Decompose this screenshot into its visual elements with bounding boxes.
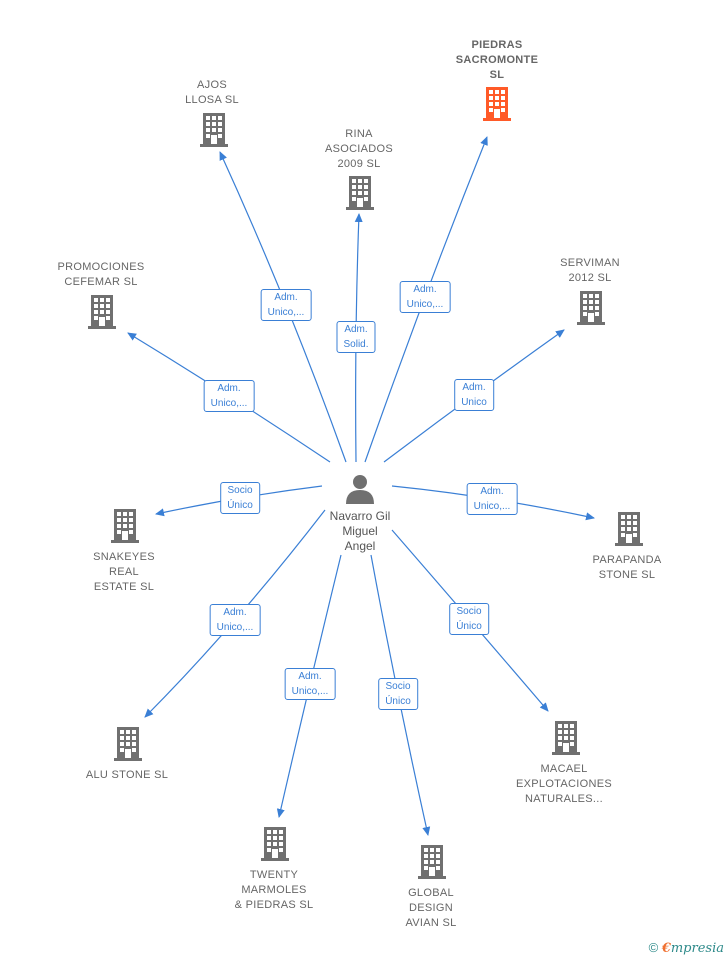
building-icon[interactable] [111, 509, 139, 543]
building-icon[interactable] [483, 87, 511, 121]
relation-label-promociones-cefemar: Adm. Unico,... [203, 380, 255, 412]
relation-label-piedras-sacromonte: Adm. Unico,... [399, 281, 451, 313]
relation-label-serviman: Adm. Unico [454, 379, 494, 411]
building-icon[interactable] [114, 727, 142, 761]
relation-label-alu-stone: Adm. Unico,... [209, 604, 261, 636]
copyright-icon: © [648, 940, 659, 955]
company-name-snakeyes[interactable]: SNAKEYES REAL ESTATE SL [93, 551, 155, 593]
relation-label-ajos-llosa: Adm. Unico,... [260, 289, 312, 321]
company-name-rina-asociados[interactable]: RINA ASOCIADOS 2009 SL [324, 128, 394, 170]
company-name-macael[interactable]: MACAEL EXPLOTACIONES NATURALES... [516, 763, 612, 805]
company-name-serviman[interactable]: SERVIMAN 2012 SL [560, 257, 620, 284]
company-name-ajos-llosa[interactable]: AJOS LLOSA SL [185, 79, 239, 106]
nodes-layer [88, 87, 643, 879]
footer-logo: © €mpresia [649, 940, 724, 956]
relation-label-global-design: Socio Único [378, 678, 418, 710]
company-name-global-design[interactable]: GLOBAL DESIGN AVIAN SL [405, 887, 457, 929]
relation-label-rina-asociados: Adm. Solid. [336, 321, 376, 353]
company-name-piedras-sacromonte[interactable]: PIEDRAS SACROMONTE SL [455, 39, 539, 81]
relation-label-macael: Socio Único [449, 603, 489, 635]
person-icon[interactable] [346, 475, 374, 504]
relation-label-parapanda: Adm. Unico,... [466, 483, 518, 515]
relation-label-twenty-marmoles: Adm. Unico,... [284, 668, 336, 700]
company-name-alu-stone[interactable]: ALU STONE SL [85, 769, 169, 781]
building-icon[interactable] [615, 512, 643, 546]
building-icon[interactable] [261, 827, 289, 861]
company-name-twenty-marmoles[interactable]: TWENTY MARMOLES & PIEDRAS SL [234, 869, 314, 911]
company-name-promociones-cefemar[interactable]: PROMOCIONES CEFEMAR SL [57, 261, 145, 288]
building-icon[interactable] [346, 176, 374, 210]
relation-label-snakeyes: Socio Único [220, 482, 260, 514]
building-icon[interactable] [200, 113, 228, 147]
brand-name: €mpresia [661, 941, 724, 956]
company-name-parapanda[interactable]: PARAPANDA STONE SL [592, 554, 662, 581]
building-icon[interactable] [577, 291, 605, 325]
building-icon[interactable] [552, 721, 580, 755]
building-icon[interactable] [418, 845, 446, 879]
building-icon[interactable] [88, 295, 116, 329]
person-name[interactable]: Navarro Gil Miguel Angel [329, 509, 391, 553]
